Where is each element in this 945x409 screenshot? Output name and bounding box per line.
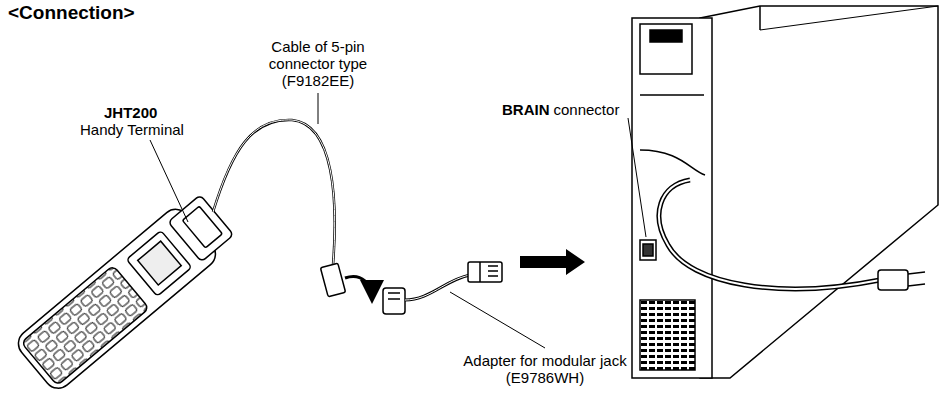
cable xyxy=(213,120,335,265)
power-plug xyxy=(878,270,925,290)
adapter xyxy=(383,262,502,314)
part-label: connector xyxy=(554,101,620,118)
insert-arrow xyxy=(520,249,585,275)
handy-terminal xyxy=(13,189,239,394)
part-label: Cable of 5-pin connector type (F9182EE) xyxy=(255,38,381,89)
part-label: Handy Terminal xyxy=(80,121,184,138)
leader-line xyxy=(150,93,646,348)
cable-connector xyxy=(320,263,345,297)
title: <Connection> xyxy=(8,2,135,24)
cable xyxy=(213,120,335,265)
power-cord xyxy=(659,180,880,289)
device-housing xyxy=(632,6,938,378)
part-label: BRAIN xyxy=(502,101,550,118)
part-label: Adapter for modular jack (E9786WH) xyxy=(440,352,650,386)
part-label: JHT200 xyxy=(104,104,157,121)
insert-arrow xyxy=(345,276,372,298)
power-cord xyxy=(659,180,880,289)
